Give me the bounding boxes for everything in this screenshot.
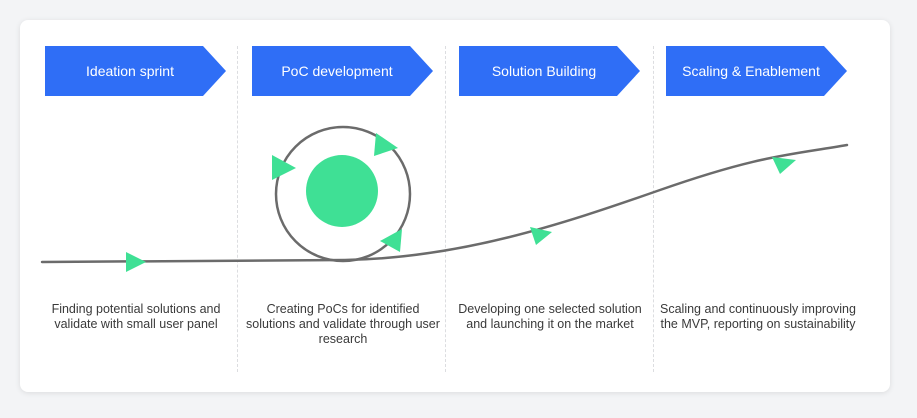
stage-ideation-sprint: Ideation sprint [45,46,226,96]
triangle-arrow-icon [772,157,796,174]
stage-label: Solution Building [491,63,597,79]
triangle-arrow-icon [126,252,146,272]
column-divider-2 [445,46,446,372]
stage-solution-building: Solution Building [459,46,640,96]
column-divider-1 [237,46,238,372]
stage-description-ideation: Finding potential solutions and validate… [51,302,221,331]
chevron-banner-shape [45,46,226,96]
flow-path [40,143,849,264]
chevron-banner-shape [666,46,847,96]
iteration-loop-icon [274,125,412,263]
chevron-banner-shape [252,46,433,96]
chevron-banner-shape [459,46,640,96]
stage-scaling-enablement: Scaling & Enablement [666,46,847,96]
stage-label: Ideation sprint [86,63,174,79]
stage-description-building: Developing one selected solution and lau… [458,302,642,331]
triangle-arrow-icon [374,133,398,156]
stage-label: PoC development [281,63,393,79]
column-divider-3 [653,46,654,372]
stage-poc-development: PoC development [252,46,433,96]
stage-description-poc: Creating PoCs for identified solutions a… [246,302,440,346]
triangle-arrow-icon [272,155,296,180]
triangle-arrow-icon [530,227,552,245]
stage-label: Scaling & Enablement [682,63,820,79]
stage-description-scaling: Scaling and continuously improving the M… [660,302,856,331]
triangle-arrow-icon [380,229,402,252]
core-dot [306,155,378,227]
